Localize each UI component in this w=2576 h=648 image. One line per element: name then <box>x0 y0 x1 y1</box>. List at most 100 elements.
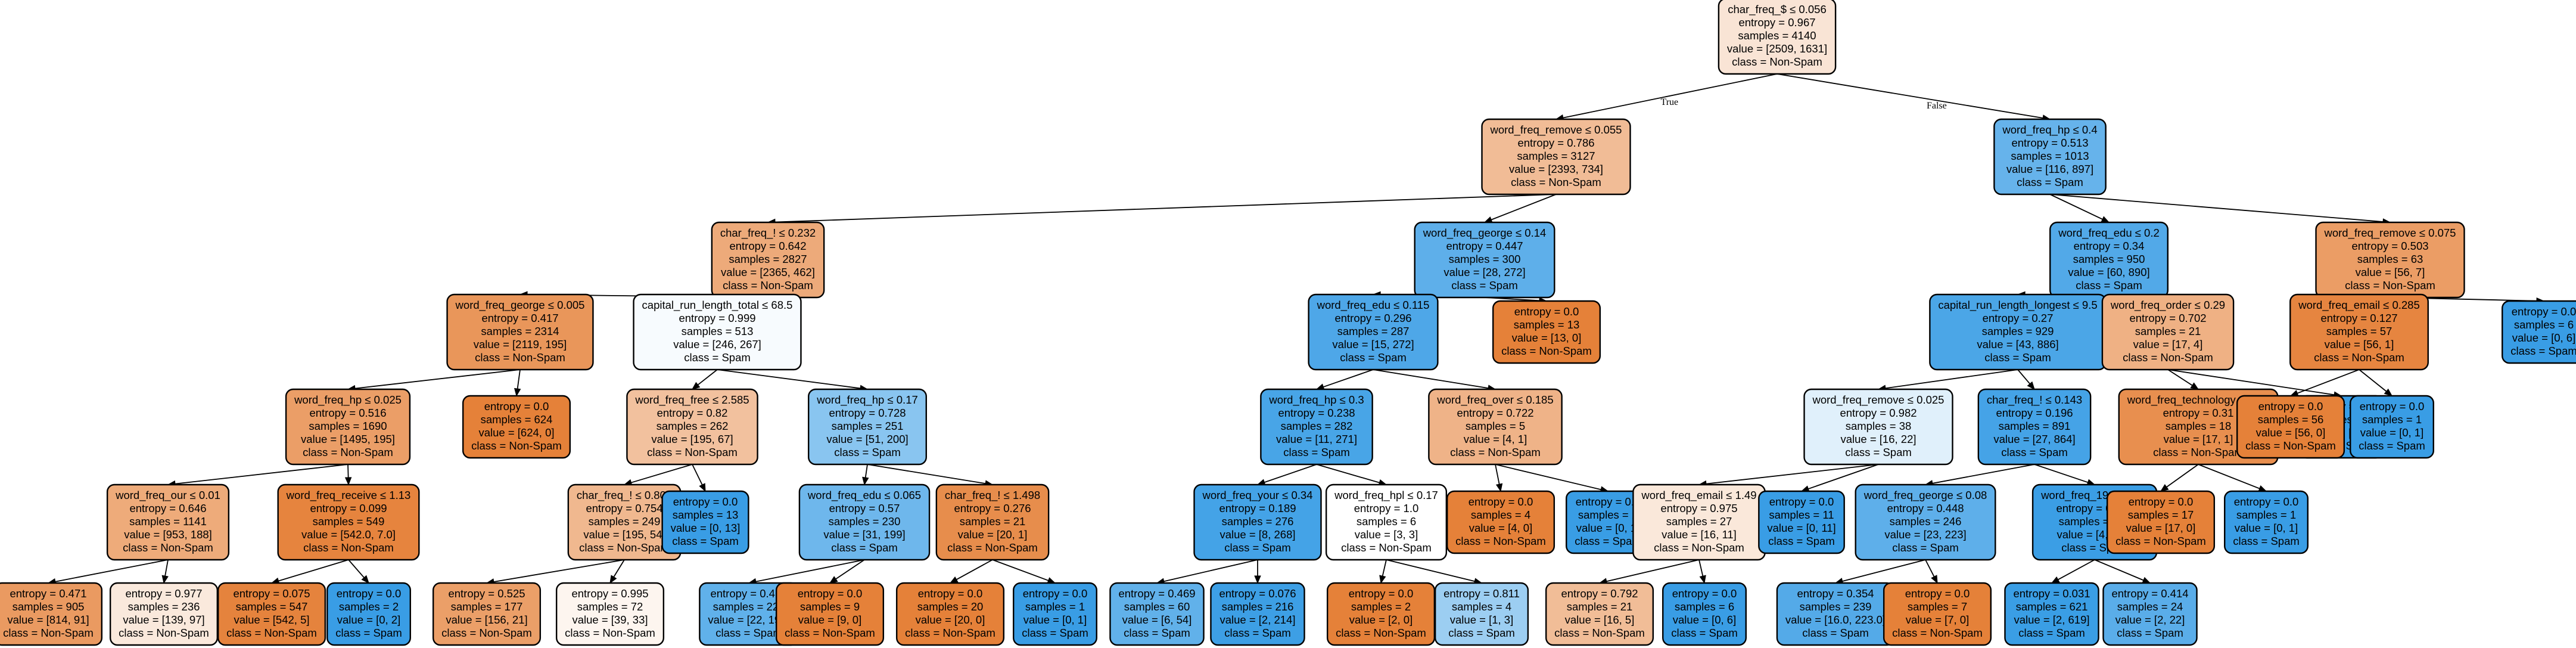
node-line: entropy = 0.447 <box>1446 240 1523 252</box>
node-line: samples = 20 <box>917 600 984 613</box>
node-line: entropy = 0.0 <box>2234 495 2299 508</box>
node-line: value = [246, 267] <box>673 338 761 351</box>
node-line: class = Spam <box>1340 351 1407 364</box>
node-box <box>1326 582 1436 646</box>
node-box <box>2004 582 2099 646</box>
node-line: entropy = 0.525 <box>448 587 525 600</box>
node-line: value = [624, 0] <box>478 426 554 439</box>
node-box <box>661 490 749 554</box>
node-line: class = Spam <box>2359 439 2425 452</box>
node-line: entropy = 0.471 <box>10 587 86 600</box>
node-line: class = Spam <box>2117 627 2183 639</box>
node-line: samples = 246 <box>1890 515 1962 528</box>
node-line: samples = 549 <box>313 515 385 528</box>
node-line: value = [16, 11] <box>1662 528 1737 541</box>
node-line: samples = 60 <box>1124 600 1190 613</box>
node-line: entropy = 0.811 <box>1443 587 1520 600</box>
node-line: entropy = 0.0 <box>1349 587 1414 600</box>
node-line: entropy = 0.975 <box>1660 502 1737 514</box>
node-line: samples = 1690 <box>309 420 387 432</box>
node-line: samples = 216 <box>1222 600 1294 613</box>
node-box <box>432 582 542 646</box>
node-line: class = Non-Spam <box>2314 351 2404 364</box>
node-box <box>1013 582 1097 646</box>
node-line: class = Non-Spam <box>441 627 532 639</box>
node-line: word_freq_remove ≤ 0.025 <box>1812 393 1945 407</box>
node-line: entropy = 0.34 <box>2074 240 2145 252</box>
node-box <box>1210 582 1305 646</box>
node-line: entropy = 0.977 <box>125 587 202 600</box>
node-line: class = Non-Spam <box>723 279 813 292</box>
edge-n17-n29 <box>623 464 693 486</box>
edge-n20-n35 <box>1495 464 1503 492</box>
node-line: class = Spam <box>1224 541 1291 554</box>
edge-n31-n50 <box>829 559 865 584</box>
node-line: entropy = 0.27 <box>1983 312 2054 324</box>
node-line: samples = 891 <box>1999 420 2071 432</box>
node-line: value = [542, 5] <box>234 613 309 626</box>
node-line: samples = 249 <box>589 515 661 528</box>
edge-n1-n3 <box>767 194 1557 226</box>
node-line: samples = 282 <box>1281 420 1353 432</box>
node-line: value = [3, 3] <box>1355 528 1418 541</box>
node-line: samples = 18 <box>2166 420 2232 432</box>
node-line: entropy = 0.995 <box>571 587 648 600</box>
node-line: entropy = 0.999 <box>679 312 755 324</box>
edge-n34-n56 <box>1386 559 1483 585</box>
node-line: class = Non-Spam <box>1732 55 1822 68</box>
edge-n27-n43 <box>47 559 169 585</box>
node-line: class = Spam <box>1845 446 1912 458</box>
edge-n37-n58 <box>1698 559 1706 584</box>
node-line: class = Non-Spam <box>475 351 565 364</box>
node-line: entropy = 0.0 <box>1905 587 1970 600</box>
node-line: entropy = 0.57 <box>829 502 900 514</box>
edge-n23-n41 <box>2160 464 2199 492</box>
node-box <box>1855 483 1996 561</box>
node-line: value = [0, 13] <box>671 522 741 534</box>
node-line: entropy = 0.238 <box>1278 407 1355 419</box>
node-line: class = Non-Spam <box>565 627 655 639</box>
node-line: value = [8, 268] <box>1219 528 1295 541</box>
node-line: entropy = 0.967 <box>1738 16 1815 29</box>
edge-n13-n25 <box>2289 369 2360 396</box>
node-line: samples = 5 <box>1466 420 1525 432</box>
node-line: class = Non-Spam <box>226 627 317 639</box>
node-line: class = Non-Spam <box>1892 627 1983 639</box>
node-line: entropy = 0.276 <box>954 502 1031 514</box>
node-line: word_freq_edu ≤ 0.065 <box>807 489 921 502</box>
node-line: value = [116, 897] <box>2006 163 2093 175</box>
node-line: class = Non-Spam <box>947 541 1038 554</box>
node-box <box>1414 221 1555 299</box>
edge-n21-n37 <box>1698 464 1879 488</box>
node-box <box>446 293 594 371</box>
node-line: value = [17, 0] <box>2126 522 2196 534</box>
node-line: class = Non-Spam <box>2345 279 2435 292</box>
node-line: class = Spam <box>1448 627 1515 639</box>
node-line: entropy = 0.0 <box>2258 400 2323 413</box>
edge-label-false: False <box>1927 101 1947 111</box>
node-line: samples = 4140 <box>1738 29 1816 42</box>
node-box <box>1758 490 1845 554</box>
node-line: word_freq_our ≤ 0.01 <box>115 489 220 502</box>
node-line: value = [22, 199] <box>708 613 789 626</box>
node-box <box>626 388 758 466</box>
node-line: entropy = 0.82 <box>657 407 728 419</box>
node-line: value = [23, 223] <box>1884 528 1966 541</box>
node-line: value = [15, 272] <box>1332 338 1414 351</box>
node-line: class = Spam <box>684 351 751 364</box>
node-line: value = [2, 0] <box>1349 613 1413 626</box>
node-line: word_freq_your ≤ 0.34 <box>1202 489 1313 502</box>
